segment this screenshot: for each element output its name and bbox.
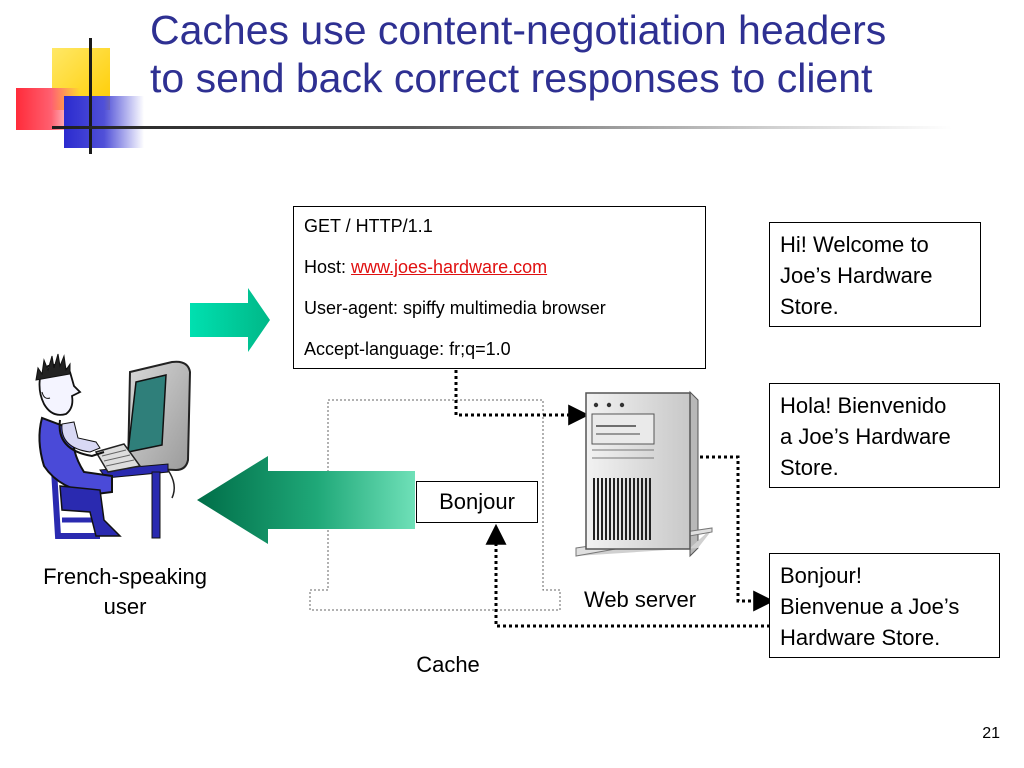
slide-title: Caches use content-negotiation headers t… [150,6,1010,102]
page-number: 21 [982,725,1000,742]
request-host-line: Host: www.joes-hardware.com [304,256,695,297]
french-response-to-cache-connector [485,523,770,628]
response-line: Hi! Welcome to [780,232,929,257]
dotted-connectors [454,370,775,628]
logo-vertical-line [89,38,92,154]
response-line: Joe’s Hardware [780,263,933,288]
request-right-arrow [190,288,270,352]
request-to-server-connector [454,370,590,426]
request-line: GET / HTTP/1.1 [304,216,433,236]
request-host-label: Host: [304,257,352,277]
cache-outline [309,399,561,611]
request-user-agent-line: User-agent: spiffy multimedia browser [304,298,606,318]
response-line: Store. [780,455,839,480]
http-request-box: GET / HTTP/1.1 Host: www.joes-hardware.c… [293,206,706,369]
request-host-link[interactable]: www.joes-hardware.com [351,257,548,277]
response-line: Store. [780,294,839,319]
response-line: Bienvenue a Joe’s [780,594,960,619]
logo-blue-bar [64,96,144,148]
request-accept-language-line: Accept-language: fr;q=1.0 [304,339,511,359]
english-response-box: Hi! Welcome to Joe’s Hardware Store. [769,222,981,327]
spanish-response-box: Hola! Bienvenido a Joe’s Hardware Store. [769,383,1000,488]
server-to-french-response-connector [700,455,775,612]
slide-title-line1: Caches use content-negotiation headers [150,7,887,53]
response-line: Bonjour! [780,563,862,588]
user-label: French-speaking user [25,562,225,622]
slide-title-line2: to send back correct responses to client [150,55,873,101]
web-server-icon [575,390,713,558]
user-at-computer-icon [35,353,192,539]
cached-response-box: Bonjour [416,481,538,523]
user-label-line1: French-speaking [43,564,207,589]
response-left-arrow [197,456,415,544]
french-response-box: Bonjour! Bienvenue a Joe’s Hardware Stor… [769,553,1000,658]
cache-label: Cache [416,652,480,677]
title-underline [52,126,952,129]
web-server-label: Web server [583,587,697,612]
response-line: Hardware Store. [780,625,941,650]
user-label-line2: user [103,594,147,619]
response-line: a Joe’s Hardware [780,424,951,449]
response-line: Hola! Bienvenido [780,393,947,418]
